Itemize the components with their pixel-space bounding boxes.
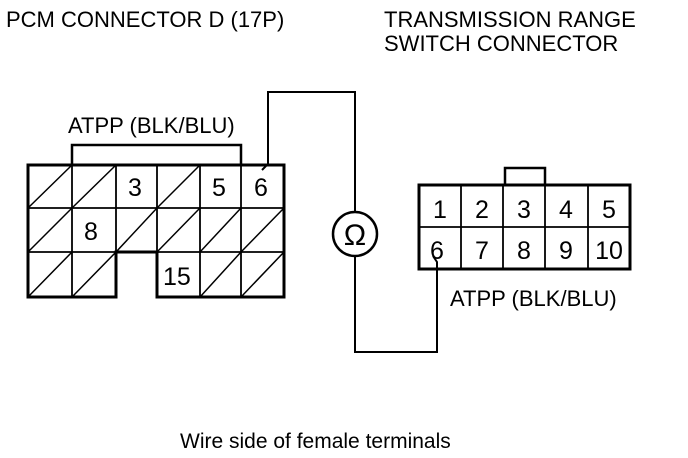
switch-connector-title-line2: SWITCH CONNECTOR xyxy=(384,31,618,56)
switch-pin-3: 3 xyxy=(517,196,531,224)
switch-pin-9: 9 xyxy=(559,237,573,265)
pcm-wire-label: ATPP (BLK/BLU) xyxy=(68,113,235,138)
switch-pin-2: 2 xyxy=(475,196,489,224)
pcm-pin-3: 3 xyxy=(128,174,142,202)
pcm-connector-title: PCM CONNECTOR D (17P) xyxy=(6,7,284,32)
switch-pin-4: 4 xyxy=(559,196,573,224)
switch-pin-5: 5 xyxy=(602,196,616,224)
range-switch-connector xyxy=(417,166,632,271)
test-lead-wire xyxy=(261,91,438,353)
unused-cavity-hatches xyxy=(27,164,285,298)
pcm-connector xyxy=(26,143,286,299)
diagram-caption: Wire side of female terminals xyxy=(180,430,451,453)
ohm-symbol: Ω xyxy=(344,219,366,252)
switch-pin-1: 1 xyxy=(433,196,447,224)
switch-connector-title-line1: TRANSMISSION RANGE xyxy=(384,7,636,32)
switch-pin-10: 10 xyxy=(595,237,623,265)
pcm-pin-15: 15 xyxy=(163,263,191,291)
pcm-pin-8: 8 xyxy=(84,218,98,246)
range-switch-connector-key xyxy=(503,166,547,187)
switch-pin-7: 7 xyxy=(475,237,489,265)
switch-wire-label: ATPP (BLK/BLU) xyxy=(450,286,617,311)
switch-pin-8: 8 xyxy=(517,237,531,265)
pcm-pin-6: 6 xyxy=(254,174,268,202)
ohmmeter-icon xyxy=(331,210,379,258)
ohmmeter: Ω xyxy=(331,210,379,258)
pcm-connector-body xyxy=(26,163,286,299)
switch-pin-6: 6 xyxy=(430,237,444,265)
pcm-connector-key xyxy=(70,143,243,165)
pcm-pin-5: 5 xyxy=(212,174,226,202)
